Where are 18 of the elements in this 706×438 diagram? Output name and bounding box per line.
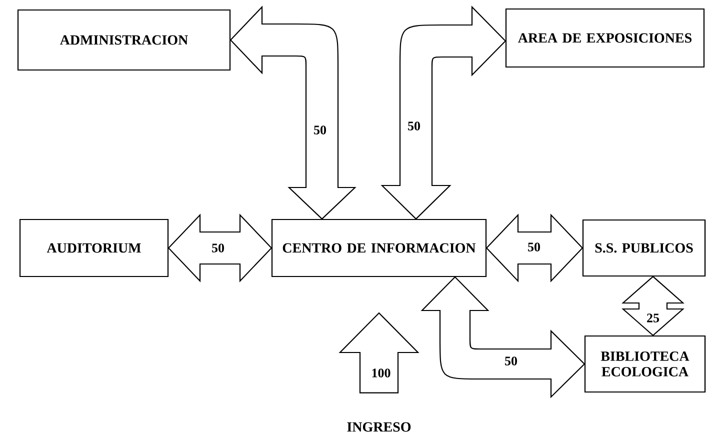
- block-arrow: [338, 312, 420, 394]
- process-box: AREA DE EXPOSICIONES: [505, 8, 705, 68]
- process-box: ADMINISTRACION: [17, 9, 231, 71]
- process-box: BIBLIOTECA ECOLOGICA: [584, 335, 706, 393]
- process-box: S.S. PUBLICOS: [582, 219, 706, 277]
- edge-label: 25: [646, 312, 660, 324]
- edge-label: 50: [312, 124, 328, 136]
- edge-label: 50: [504, 356, 518, 366]
- edge-label: 50: [406, 120, 422, 132]
- process-box: AUDITORIUM: [19, 218, 169, 278]
- edge-label: 50: [526, 242, 542, 252]
- edge-label: 100: [370, 368, 392, 378]
- entrance-label: INGRESO: [347, 422, 411, 432]
- edge-label: 50: [210, 242, 226, 254]
- process-box: CENTRO DE INFORMACION: [271, 218, 487, 278]
- block-arrow: [421, 276, 585, 398]
- block-arrow: [230, 6, 356, 220]
- block-arrow: [381, 6, 506, 220]
